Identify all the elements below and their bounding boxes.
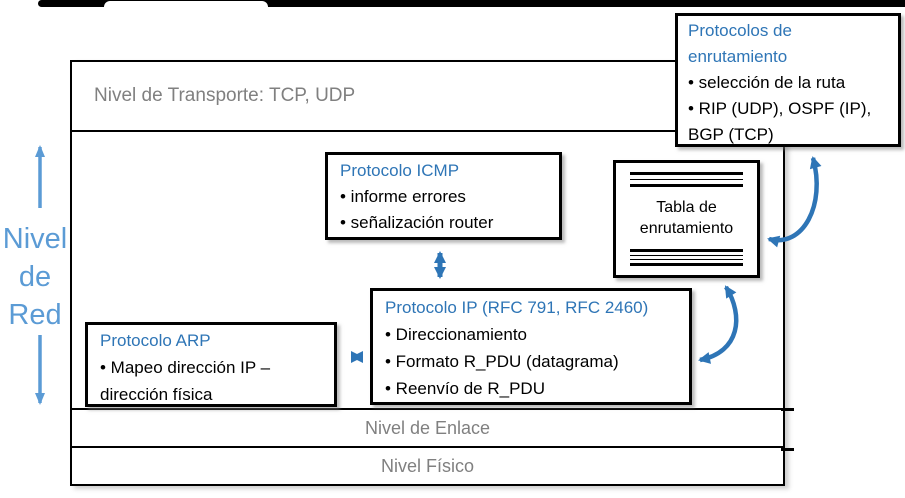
arp-box-title: Protocolo ARP <box>100 331 211 350</box>
routing-protocols-box: Protocolos de enrutamiento • selección d… <box>675 13 901 147</box>
routing-table-bottom-rules-icon <box>630 249 743 266</box>
network-level-label-line: Red <box>8 299 62 331</box>
network-level-label-line: de <box>18 261 52 293</box>
arp-protocol-box: Protocolo ARP • Mapeo dirección IP – dir… <box>85 322 337 407</box>
ip-box-title: Protocolo IP (RFC 791, RFC 2460) <box>385 298 649 317</box>
physical-layer-label: Nivel Físico <box>380 455 474 476</box>
band-divider-tick <box>781 448 794 451</box>
routing-table-top-rules-icon <box>630 172 743 187</box>
band-divider-tick <box>781 408 794 411</box>
icmp-bullet: • informe errores <box>340 187 466 206</box>
routing-protocols-bullet: • RIP (UDP), OSPF (IP), BGP (TCP) <box>688 99 872 144</box>
network-layer-area <box>72 132 783 410</box>
transport-layer-label: Nivel de Transporte: TCP, UDP <box>94 85 356 106</box>
physical-layer-band: Nivel Físico <box>72 448 783 484</box>
ip-bullet: • Direccionamiento <box>385 325 528 344</box>
transport-layer-band: Nivel de Transporte: TCP, UDP <box>72 62 783 132</box>
routing-table-box: Tabla de enrutamiento <box>613 160 760 278</box>
routing-protocols-bullet: • selección de la ruta <box>688 73 846 92</box>
top-black-strip <box>38 0 905 7</box>
protocol-stack-container: Nivel de Transporte: TCP, UDP Nivel de E… <box>70 60 785 486</box>
routing-protocols-title: Protocolos de enrutamiento <box>688 21 792 66</box>
ip-bullet: • Reenvío de R_PDU <box>385 379 545 398</box>
network-level-label-line: Nivel <box>2 223 68 255</box>
network-level-label: Nivel de Red <box>0 220 70 334</box>
icmp-bullet: • señalización router <box>340 213 494 232</box>
ip-protocol-box: Protocolo IP (RFC 791, RFC 2460) • Direc… <box>370 288 692 405</box>
icmp-box-title: Protocolo ICMP <box>340 161 460 180</box>
arp-bullet: • Mapeo dirección IP – dirección física <box>100 358 271 404</box>
top-rounded-tab <box>104 1 268 7</box>
link-layer-label: Nivel de Enlace <box>364 417 491 438</box>
ip-bullet: • Formato R_PDU (datagrama) <box>385 352 619 371</box>
icmp-protocol-box: Protocolo ICMP • informe errores • señal… <box>325 152 562 240</box>
link-layer-band: Nivel de Enlace <box>72 410 783 448</box>
routing-table-label: Tabla de enrutamiento <box>639 199 734 237</box>
